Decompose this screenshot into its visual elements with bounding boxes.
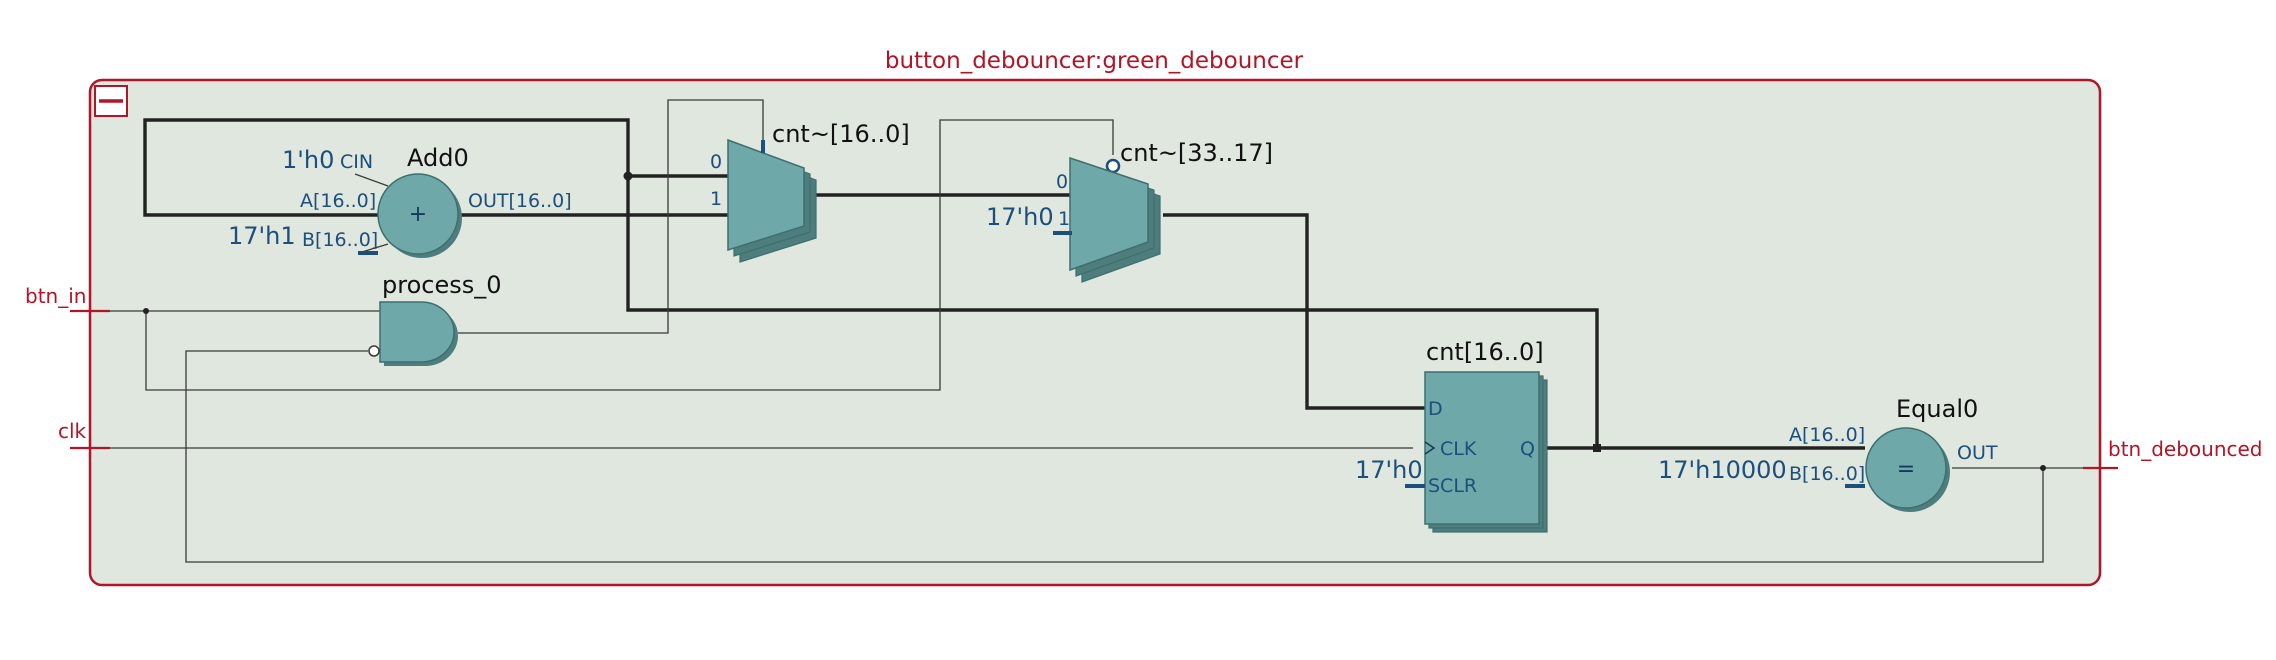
mux2-name: cnt~[33..17] — [1120, 139, 1273, 167]
comparator-name: Equal0 — [1896, 395, 1978, 423]
comparator-equal0[interactable]: Equal0 A[16..0] 17'h10000 B[16..0] = OUT — [1658, 395, 1998, 512]
comparator-pin-out: OUT — [1957, 442, 1998, 464]
adder-add0[interactable]: Add0 1'h0 CIN A[16..0] 17'h1 B[16..0] + … — [228, 144, 572, 258]
module-frame[interactable] — [88, 78, 2102, 587]
adder-plus-symbol: + — [409, 202, 427, 227]
comparator-pin-b: B[16..0] — [1789, 463, 1865, 485]
adder-const-b: 17'h1 — [228, 222, 296, 250]
mux1-name: cnt~[16..0] — [772, 120, 910, 148]
and-gate-name: process_0 — [382, 271, 502, 299]
module-title: button_debouncer:green_debouncer — [885, 48, 1304, 74]
adder-pin-b: B[16..0] — [302, 229, 378, 251]
comparator-pin-a: A[16..0] — [1789, 424, 1865, 446]
mux2-const-input-1: 17'h0 — [986, 203, 1054, 231]
mux-cnt-33-17[interactable]: cnt~[33..17] 0 1 17'h0 — [986, 139, 1273, 283]
and-gate-process-0[interactable]: process_0 — [368, 271, 502, 366]
mux2-pin-0: 0 — [1056, 171, 1068, 193]
adder-pin-cin: CIN — [340, 151, 373, 173]
comparator-equals-symbol: = — [1897, 457, 1915, 482]
adder-const-cin: 1'h0 — [282, 146, 334, 174]
register-pin-clk: CLK — [1440, 438, 1477, 460]
mux-cnt-16-0[interactable]: cnt~[16..0] 0 1 — [710, 120, 910, 263]
adder-pin-a: A[16..0] — [300, 190, 376, 212]
register-const-sclr: 17'h0 — [1355, 456, 1423, 484]
register-name: cnt[16..0] — [1426, 338, 1544, 366]
port-btn-debounced[interactable]: btn_debounced — [2083, 437, 2263, 470]
mux1-pin-0: 0 — [710, 151, 722, 173]
mux1-pin-1: 1 — [710, 188, 722, 210]
junctions — [143, 171, 2046, 471]
port-label-btn-debounced: btn_debounced — [2108, 437, 2263, 461]
register-pin-d: D — [1428, 398, 1443, 420]
port-clk[interactable]: clk — [58, 419, 110, 450]
register-pin-sclr: SCLR — [1428, 475, 1477, 497]
register-cnt-16-0[interactable]: cnt[16..0] D CLK Q SCLR 17'h0 — [1355, 338, 1548, 533]
mux2-pin-1: 1 — [1058, 208, 1070, 230]
adder-pin-out: OUT[16..0] — [468, 190, 572, 212]
port-btn-in[interactable]: btn_in — [25, 284, 110, 313]
comparator-const-b: 17'h10000 — [1658, 456, 1787, 484]
register-pin-q: Q — [1520, 438, 1535, 460]
collapse-button[interactable] — [94, 85, 128, 117]
port-label-clk: clk — [58, 419, 87, 443]
port-label-btn-in: btn_in — [25, 284, 86, 308]
adder-name: Add0 — [407, 144, 469, 172]
